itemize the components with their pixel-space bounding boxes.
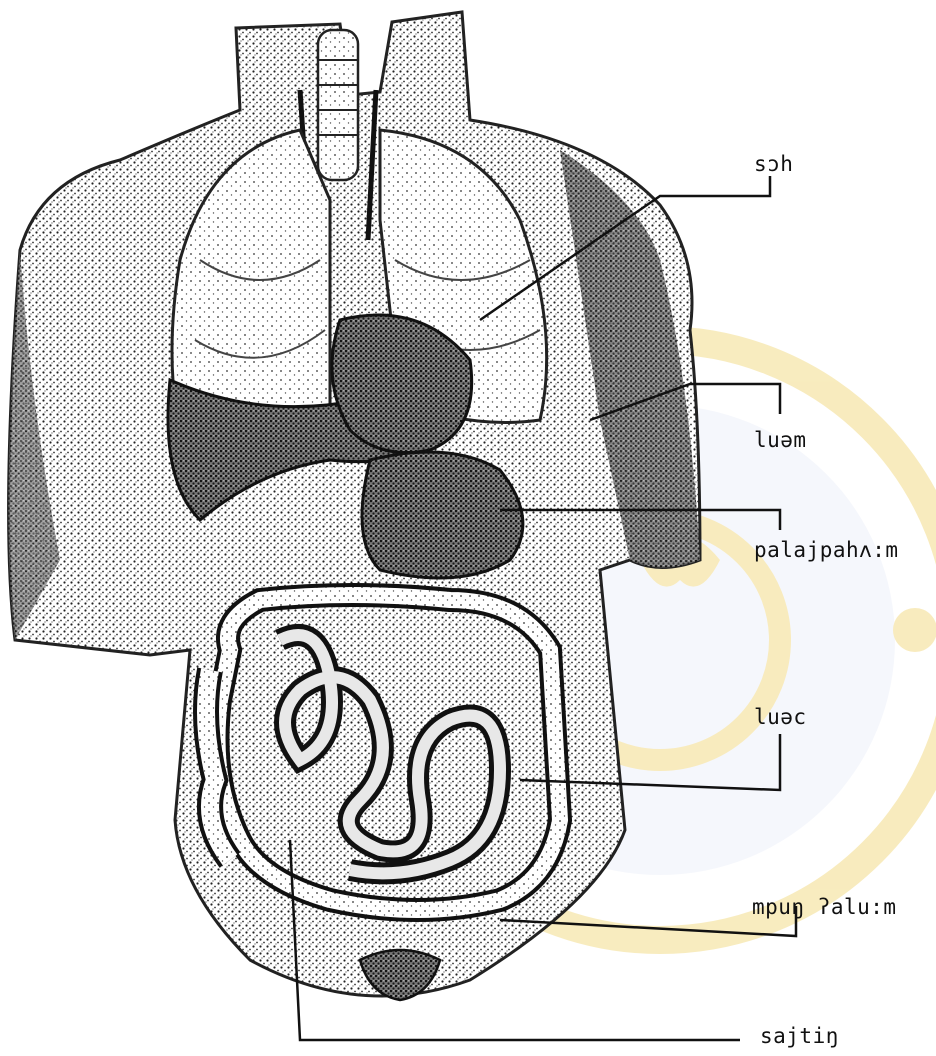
- label-luem: luəm: [754, 430, 807, 451]
- label-luec: luəc: [754, 707, 807, 728]
- label-sajting: sajtiŋ: [760, 1026, 839, 1047]
- label-soh: sɔh: [754, 154, 793, 175]
- stomach: [362, 452, 523, 578]
- label-palajpahm: palajpahʌ:m: [754, 540, 899, 561]
- label-mpung-alum: mpuŋ ʔalu:m: [752, 897, 897, 918]
